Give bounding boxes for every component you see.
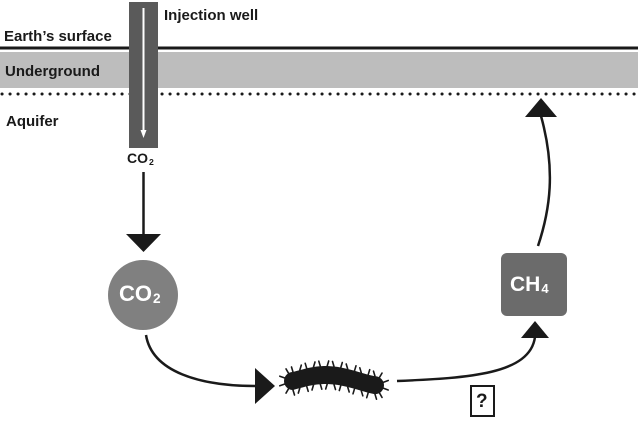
microbe-cilium (339, 361, 344, 369)
microbe-cilium (382, 379, 390, 384)
microbe-cilium (346, 386, 351, 393)
microbe-cilium (345, 363, 349, 370)
microbe-cilium (311, 384, 315, 391)
microbe-cilium (372, 370, 376, 378)
unknown-step-label: ? (476, 391, 488, 412)
ch4-to-surface-arrow-shaft (536, 115, 552, 247)
microbe-cilium (365, 391, 370, 399)
co2-node-circle (108, 260, 178, 330)
microbe-cilium (374, 393, 378, 401)
microbe-cilium (360, 389, 364, 397)
microbe-cilium (338, 384, 342, 392)
ch4-node-base: CH (510, 273, 541, 296)
ch4-node-subscript: 4 (541, 281, 549, 297)
microbe-icon (278, 360, 390, 401)
co2-node-base: CO (119, 281, 152, 306)
co2-node-label: CO2 (119, 283, 161, 306)
microbe-cilium (352, 387, 356, 395)
microbe-cilium (312, 361, 316, 368)
microbe-cilium (378, 372, 383, 379)
microbe-cilium (326, 360, 330, 367)
microbe-cilium (382, 387, 390, 391)
ch4-node-box (501, 253, 567, 316)
microbe-cilium (358, 366, 363, 374)
microbe-cilium (333, 383, 337, 391)
microbe-to-ch4-arrow-shaft (396, 336, 537, 383)
earths-surface-label: Earth’s surface (4, 28, 112, 45)
aquifer-label: Aquifer (6, 113, 59, 130)
microbe-cilium (317, 360, 322, 368)
microbe-body (284, 366, 384, 395)
microbe-cilium (353, 364, 357, 372)
well-co2-subscript: 2 (149, 156, 154, 167)
microbe-cilium (319, 383, 323, 391)
microbe-cilium (292, 389, 296, 396)
question-box-icon (470, 385, 495, 417)
microbe-to-ch4-arrowhead (521, 321, 549, 338)
co2-node-subscript: 2 (153, 291, 161, 307)
microbe-cilium (324, 383, 329, 390)
underground-band (0, 52, 638, 88)
underground-label: Underground (5, 63, 100, 80)
co2-to-microbe-arrow-shaft (144, 334, 257, 388)
microbe-cilium (304, 362, 308, 370)
microbe-cilium (285, 387, 290, 394)
microbe-cilium (367, 368, 371, 376)
co2-to-microbe-arrowhead (255, 368, 275, 404)
microbe-cilium (297, 387, 301, 394)
microbe-cilium (298, 364, 303, 371)
microbe-cilium (378, 392, 383, 399)
microbe-cilium (331, 360, 335, 368)
microbe-cilium (278, 375, 286, 379)
ch4-to-surface-arrowhead (525, 98, 557, 117)
microbe-cilium (290, 366, 294, 373)
well-co2-label: CO2 (127, 151, 154, 166)
microbe-cilium (305, 385, 310, 393)
microbe-cilium (285, 368, 290, 375)
microbe-cilium (278, 383, 286, 387)
well-to-co2-arrowhead (126, 234, 161, 252)
well-co2-base: CO (127, 150, 148, 166)
ch4-node-label: CH4 (510, 274, 549, 295)
injection-well-label: Injection well (164, 7, 259, 24)
